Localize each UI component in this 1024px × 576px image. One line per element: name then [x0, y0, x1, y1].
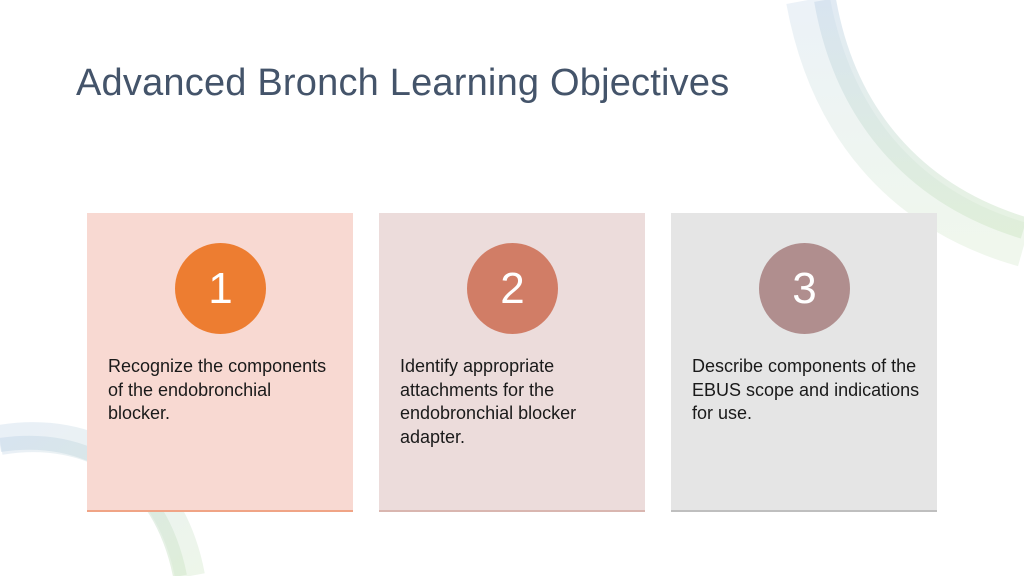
- number-circle-1: 1: [175, 243, 266, 334]
- top-right-arc: [786, 0, 1024, 267]
- objective-text: Identify appropriate attachments for the…: [400, 356, 577, 447]
- objective-card-3: 3 Describe components of the EBUS scope …: [671, 213, 937, 512]
- slide-title: Advanced Bronch Learning Objectives: [76, 62, 730, 104]
- objective-number: 2: [500, 263, 525, 313]
- objective-text: Describe components of the EBUS scope an…: [692, 356, 920, 423]
- objective-card-2: 2 Identify appropriate attachments for t…: [379, 213, 645, 512]
- objective-card-1: 1 Recognize the components of the endobr…: [87, 213, 353, 512]
- objective-text: Recognize the components of the endobron…: [108, 356, 327, 423]
- number-circle-2: 2: [467, 243, 558, 334]
- number-circle-3: 3: [759, 243, 850, 334]
- objective-number: 3: [792, 263, 817, 313]
- objective-number: 1: [208, 263, 233, 313]
